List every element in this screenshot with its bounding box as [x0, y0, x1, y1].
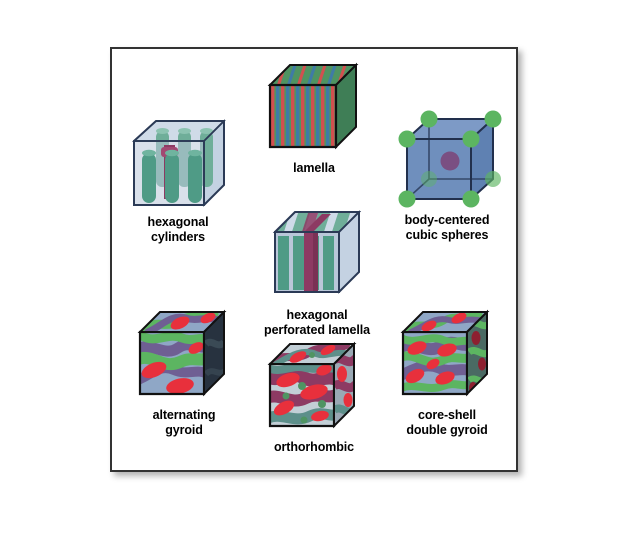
item-core-shell-double-gyroid: core-shell double gyroid: [397, 304, 522, 438]
cube-perforated-lamella-icon: [267, 204, 367, 304]
cube-hexagonal-cylinders-icon: [128, 111, 228, 211]
cube-core-shell-double-gyroid-icon: [397, 304, 497, 404]
item-alternating-gyroid: alternating gyroid: [134, 304, 234, 438]
cube-alternating-gyroid-icon: [134, 304, 234, 404]
cube-lamella-icon: [264, 57, 364, 157]
label-hexagonal-perforated-lamella: hexagonal perforated lamella: [264, 308, 370, 337]
item-lamella: lamella: [264, 57, 364, 176]
label-core-shell-double-gyroid: core-shell double gyroid: [406, 408, 488, 437]
item-body-centered-cubic-spheres: body-centered cubic spheres: [397, 109, 522, 243]
label-hexagonal-cylinders: hexagonal cylinders: [147, 215, 209, 244]
label-alternating-gyroid: alternating gyroid: [152, 408, 216, 437]
label-lamella: lamella: [293, 161, 335, 175]
item-hexagonal-perforated-lamella: hexagonal perforated lamella: [264, 204, 392, 338]
label-orthorhombic: orthorhombic: [273, 440, 355, 454]
label-body-centered-cubic-spheres: body-centered cubic spheres: [404, 213, 490, 242]
item-orthorhombic: orthorhombic: [264, 336, 364, 455]
item-hexagonal-cylinders: hexagonal cylinders: [128, 111, 228, 245]
cube-bcc-spheres-icon: [397, 109, 502, 209]
morphology-panel: hexagonal cylinders: [110, 47, 518, 472]
cube-orthorhombic-icon: [264, 336, 364, 436]
